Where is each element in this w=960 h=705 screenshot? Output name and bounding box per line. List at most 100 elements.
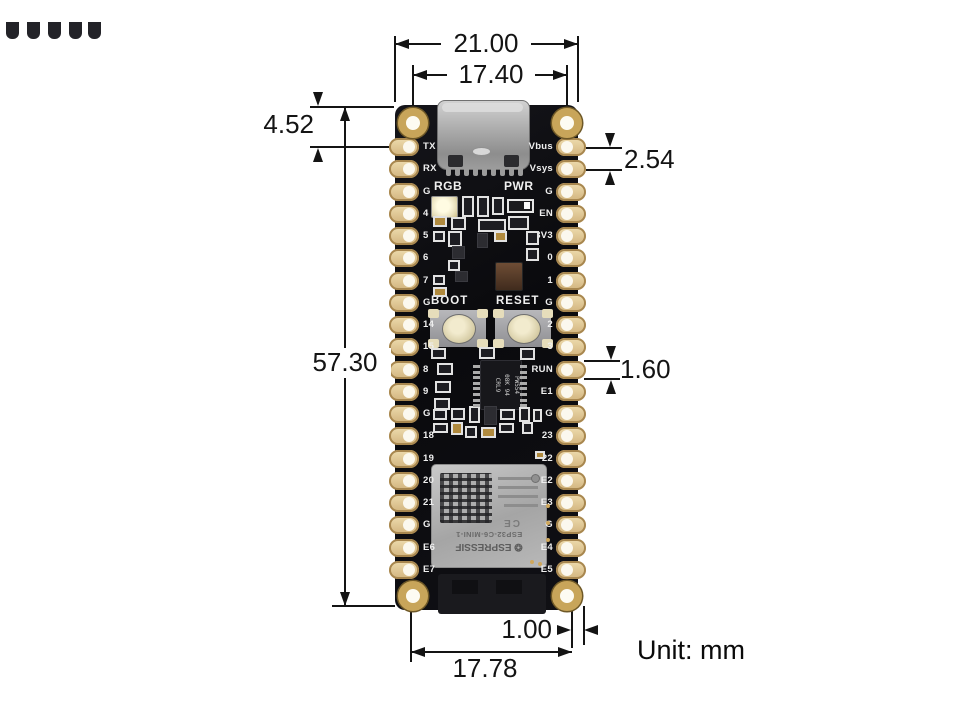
button-terminal [477,309,488,318]
connector-foot [27,22,40,39]
dim-line [411,651,572,653]
smd-component [478,219,506,232]
arrowhead [340,592,350,606]
pin-pad-right-run [556,361,586,379]
pin-pad-left-14 [389,316,419,334]
module-text-bar [498,486,538,489]
pin-pad-left-g [389,294,419,312]
ic-pin [520,365,527,368]
pin-hole [403,542,415,554]
smd-component [433,231,445,242]
pin-pad-left-e7 [389,561,419,579]
pin-pad-right-e4 [556,539,586,557]
pin-label-right-e2: E2 [540,475,553,486]
pin-hole [403,297,415,309]
usb-slot-left [448,155,463,167]
smd-component [477,233,488,248]
pin-label-left-e7: E7 [423,564,436,575]
pin-hole [403,430,415,442]
pin-hole [561,453,573,465]
module-castellation [530,560,534,564]
arrowhead [340,107,350,121]
pin-hole [403,252,415,264]
usb-leg [482,167,487,176]
arrowhead [605,133,615,147]
pin-pad-left-5 [389,227,419,245]
pin-pad-right-g [556,516,586,534]
pin-label-right-23: 23 [541,430,553,441]
smd-component [448,260,460,271]
arrowhead [584,625,598,635]
smd-component [533,409,542,422]
mounting-hole-bottom-right [552,581,582,611]
pin-hole [561,386,573,398]
pin-hole [561,430,573,442]
smd-component [455,271,468,282]
button-terminal [428,339,439,348]
module-castellation [546,521,550,525]
pin-label-right-1: 1 [547,275,553,286]
ic-pin [520,393,527,396]
smd-component [451,408,465,420]
pin-pad-left-g [389,516,419,534]
pin-pad-left-6 [389,249,419,267]
pin-label-right-e1: E1 [540,386,553,397]
smd-component [500,409,515,420]
rgb-label: RGB [434,179,463,193]
ic-pin [473,398,480,402]
pin-hole [403,186,415,198]
pin-label-left-14: 14 [423,319,435,330]
bottom-connector [438,574,546,614]
reset-button-label: RESET [496,295,540,307]
pin-hole [403,208,415,220]
ic-pin [520,381,527,385]
smd-component [492,197,504,215]
pin-label-left-8: 8 [423,364,429,375]
pin-label-left-15: 15 [423,341,435,352]
pin-label-left-21: 21 [423,497,435,508]
module-text-bar [498,495,538,498]
pin-pad-left-20 [389,472,419,490]
smd-component [535,451,545,459]
ic-pin [473,393,480,396]
pin-label-right-e4: E4 [540,542,553,553]
dim-line [310,106,394,108]
boot-button-plunger [442,314,476,344]
pin-hole [561,141,573,153]
pin-hole [561,319,573,331]
extension-line [577,36,579,102]
extension-line [412,65,414,112]
dim-line [584,378,652,380]
pin-pad-left-4 [389,205,419,223]
pin-label-left-20: 20 [423,475,435,486]
pin-hole [561,408,573,420]
connector-foot [48,22,61,39]
ic-pin [473,387,480,391]
usb-leg [455,167,460,176]
chip-marking-line: CRL9 [493,377,501,393]
arrowhead [606,380,616,394]
ic-pin [473,376,480,380]
boot-button [428,309,488,348]
pin-hole [561,275,573,287]
smd-component [508,216,529,230]
smd-component [469,406,480,423]
smd-component [520,348,535,360]
dim-line [586,147,622,149]
pin-pad-left-9 [389,383,419,401]
smd-component [522,422,533,434]
pin-label-left-4: 4 [423,208,429,219]
pin-pad-right-23 [556,427,586,445]
reset-button-plunger [507,314,541,344]
pin-pad-left-8 [389,361,419,379]
pin-label-left-6: 6 [423,252,429,263]
usb-leg [473,167,478,176]
pin-pad-right-1 [556,272,586,290]
button-terminal [477,339,488,348]
usb-leg [518,167,523,176]
ic-pin [520,376,527,380]
extension-line [410,580,412,662]
module-pin1-dot [531,474,540,483]
pin-pad-right-0 [556,249,586,267]
button-terminal [493,339,504,348]
